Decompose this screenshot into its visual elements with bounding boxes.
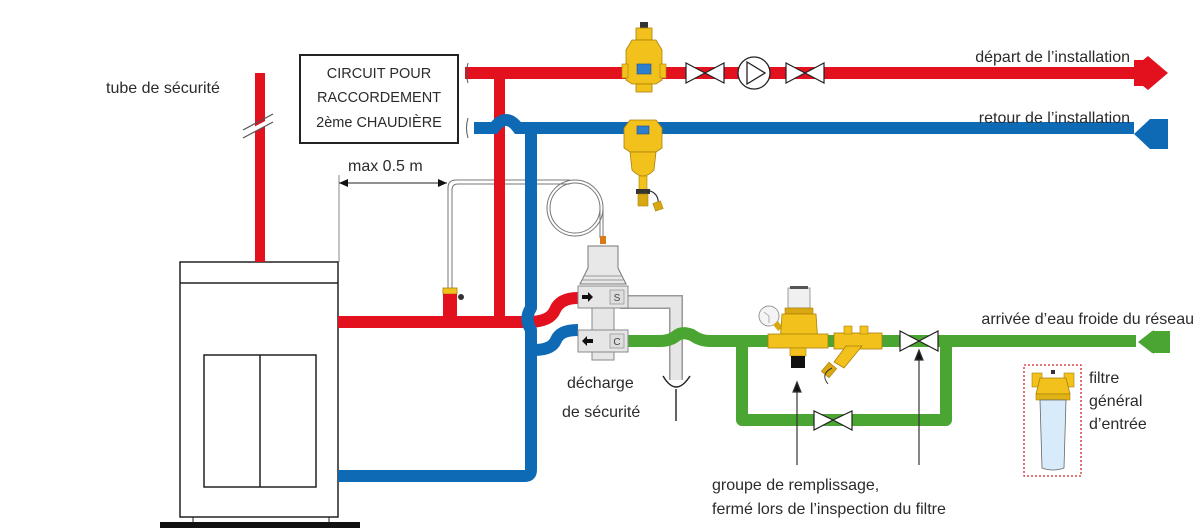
safety-tube bbox=[242, 73, 274, 262]
hot-pipe-to-valve bbox=[527, 292, 579, 328]
filter-label-2: général bbox=[1089, 393, 1142, 410]
box-line-2: RACCORDEMENT bbox=[317, 90, 441, 106]
bypass-valve-icon bbox=[813, 410, 853, 431]
gate-valve-icon bbox=[685, 62, 725, 84]
flow-label: départ de l’installation bbox=[975, 49, 1130, 66]
max-distance-label: max 0.5 m bbox=[348, 158, 423, 175]
pressure-reducer-icon bbox=[758, 286, 829, 368]
fill-group-label-1: groupe de remplissage, bbox=[712, 477, 879, 494]
outlet-cold-arrow-icon bbox=[582, 336, 593, 346]
pipe-stub-break-marks bbox=[466, 62, 469, 139]
fill-group-label-2: fermé lors de l’inspection du filtre bbox=[712, 501, 946, 518]
boiler-base bbox=[160, 522, 360, 528]
discharge-label-2: de sécurité bbox=[562, 404, 640, 421]
port-s-label: S bbox=[614, 293, 621, 304]
air-separator-icon bbox=[621, 22, 667, 93]
dimension-arrow-left-icon bbox=[339, 179, 348, 187]
cartridge-filter-icon bbox=[1023, 364, 1082, 477]
return-label: retour de l’installation bbox=[979, 110, 1130, 127]
sensor-bulb-icon bbox=[458, 294, 464, 300]
strainer-icon bbox=[820, 325, 883, 385]
safety-tube-label: tube de sécurité bbox=[106, 80, 220, 97]
box-line-3: 2ème CHAUDIÈRE bbox=[316, 114, 442, 131]
boiler bbox=[160, 261, 360, 528]
second-boiler-circuit-box: CIRCUIT POUR RACCORDEMENT 2ème CHAUDIÈRE bbox=[299, 54, 459, 144]
filter-label-1: filtre bbox=[1089, 370, 1119, 387]
distance-dimension: max 0.5 m bbox=[338, 158, 447, 262]
pump-icon bbox=[737, 56, 771, 90]
box-line-1: CIRCUIT POUR bbox=[327, 66, 431, 82]
inlet-hot-arrow-icon bbox=[582, 292, 593, 302]
discharge-funnel-icon bbox=[662, 375, 691, 421]
port-c-label: C bbox=[613, 337, 620, 348]
gate-valve-icon bbox=[899, 330, 939, 352]
thermal-discharge-valve: S C bbox=[577, 236, 629, 361]
gate-valve-icon bbox=[785, 62, 825, 84]
discharge-label-1: décharge bbox=[567, 375, 634, 392]
return-pipes bbox=[338, 113, 1134, 482]
filter-label-3: d’entrée bbox=[1089, 416, 1147, 433]
break-mark bbox=[242, 113, 274, 131]
sensor-pocket-icon bbox=[442, 287, 458, 295]
dirt-separator-icon bbox=[623, 119, 664, 212]
discharge-pipe bbox=[620, 295, 683, 380]
cold-inlet-label: arrivée d’eau froide du réseau bbox=[981, 311, 1194, 328]
dimension-arrow-right-icon bbox=[438, 179, 447, 187]
capillary-tube bbox=[447, 179, 604, 290]
pointer-lines bbox=[792, 348, 924, 465]
